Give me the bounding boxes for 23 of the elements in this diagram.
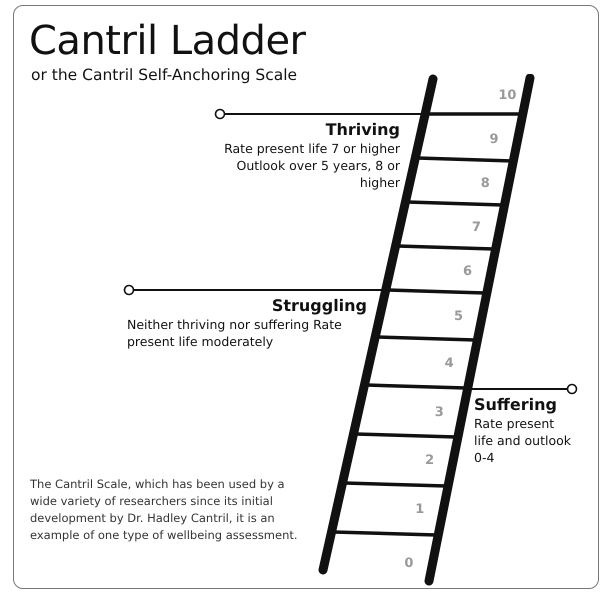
category-heading: Thriving	[326, 120, 400, 139]
step-number: 3	[434, 405, 444, 420]
category-description: Rate present life 7 or higher Outlook over 5 years, 8 or higher	[223, 140, 400, 191]
step-number: 1	[415, 502, 424, 517]
step-number: 5	[454, 309, 464, 324]
step-number: 4	[444, 356, 454, 371]
step-number: 8	[480, 176, 490, 191]
category-heading: Struggling	[272, 296, 367, 315]
step-number: 9	[490, 132, 499, 147]
step-number: 6	[463, 264, 472, 279]
leader-line	[214, 108, 422, 120]
step-number: 2	[425, 453, 434, 468]
step-number: 0	[404, 556, 414, 571]
category-description: Rate present life and outlook 0-4	[474, 415, 572, 466]
leader-line	[124, 284, 383, 296]
footnote: The Cantril Scale, which has been used by a wide variety of researchers since its initial development by Dr. Hadley Cantril, it is an example of one type of wellbeing assessment.	[30, 476, 299, 544]
leader-line	[470, 384, 578, 394]
title: Cantril Ladder	[29, 18, 306, 64]
category-description: Neither thriving nor suffering Rate present life moderately	[127, 316, 342, 350]
subtitle: or the Cantril Self-Anchoring Scale	[31, 66, 298, 84]
step-number: 7	[472, 220, 481, 235]
step-number: 10	[498, 88, 516, 103]
category-heading: Suffering	[474, 395, 557, 414]
